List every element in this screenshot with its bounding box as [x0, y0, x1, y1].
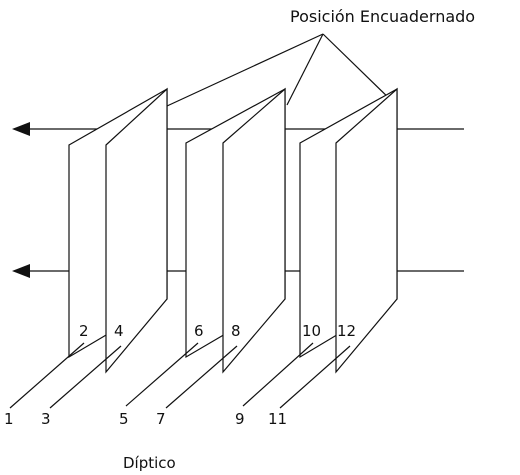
folded-sheet-3	[299, 87, 398, 374]
folded-sheet-1	[68, 87, 168, 374]
binding-position-label: Posición Encuadernado	[290, 7, 475, 26]
page-number-12: 12	[337, 322, 356, 340]
page-number-10: 10	[302, 322, 321, 340]
page-number-4: 4	[114, 322, 124, 340]
feed-arrow-top	[12, 122, 30, 136]
sheet-label-5: 5	[119, 410, 129, 428]
sheet-label-1: 1	[4, 410, 14, 428]
binding-pointer-lines	[166, 33, 396, 107]
sheet-label-3: 3	[41, 410, 51, 428]
sheet-label-11: 11	[268, 410, 287, 428]
folded-sheet-2	[185, 87, 286, 374]
sheet-label-7: 7	[156, 410, 166, 428]
diagram-caption: Díptico	[123, 454, 176, 472]
sheet-label-9: 9	[235, 410, 245, 428]
page-number-2: 2	[79, 322, 89, 340]
feed-arrow-bottom	[12, 264, 30, 278]
page-number-8: 8	[231, 322, 241, 340]
sheet-leader-lines	[9, 342, 351, 409]
page-number-6: 6	[194, 322, 204, 340]
